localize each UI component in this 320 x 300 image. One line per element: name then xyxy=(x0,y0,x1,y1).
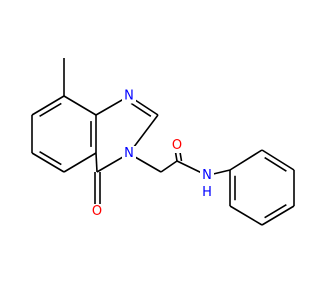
bond-c8-c7 xyxy=(31,95,65,116)
bond-c4-c4a xyxy=(95,152,98,173)
molecule-structure: N N O O N H xyxy=(31,58,295,226)
bond-c8-c7-inner xyxy=(39,102,62,118)
atom-h-amide: H xyxy=(200,185,214,200)
atom-n1-label: N xyxy=(124,89,134,104)
bond-c5-c4a xyxy=(63,152,97,173)
bond-c8a-c8 xyxy=(63,95,97,116)
atom-n1: N xyxy=(122,88,136,104)
atom-o4-label: O xyxy=(92,204,102,219)
atom-n3-label: N xyxy=(124,146,134,161)
bonds xyxy=(31,58,295,226)
bond-p5-p6 xyxy=(229,205,263,226)
bond-n1-c2-inner xyxy=(130,102,152,117)
bond-p4-p5 xyxy=(261,205,295,226)
atom-h-amide-label: H xyxy=(202,185,212,200)
bond-c6-c5 xyxy=(31,152,65,173)
atom-labels: N N O O N H xyxy=(90,88,214,219)
bond-ch2-c xyxy=(160,160,178,173)
atom-n-amide: N xyxy=(200,168,214,183)
atom-o4: O xyxy=(90,204,104,219)
bond-p2-p3-inner xyxy=(264,156,287,172)
atom-o-amide-label: O xyxy=(172,138,182,153)
bond-c6-c5-inner xyxy=(39,150,62,166)
bond-p4-p5-inner xyxy=(264,204,287,219)
atom-o-amide: O xyxy=(170,138,184,153)
bond-p2-p3 xyxy=(261,149,295,171)
bond-p1-p2 xyxy=(229,149,263,171)
atom-n-amide-label: N xyxy=(202,168,212,183)
atom-n3: N xyxy=(122,146,136,161)
